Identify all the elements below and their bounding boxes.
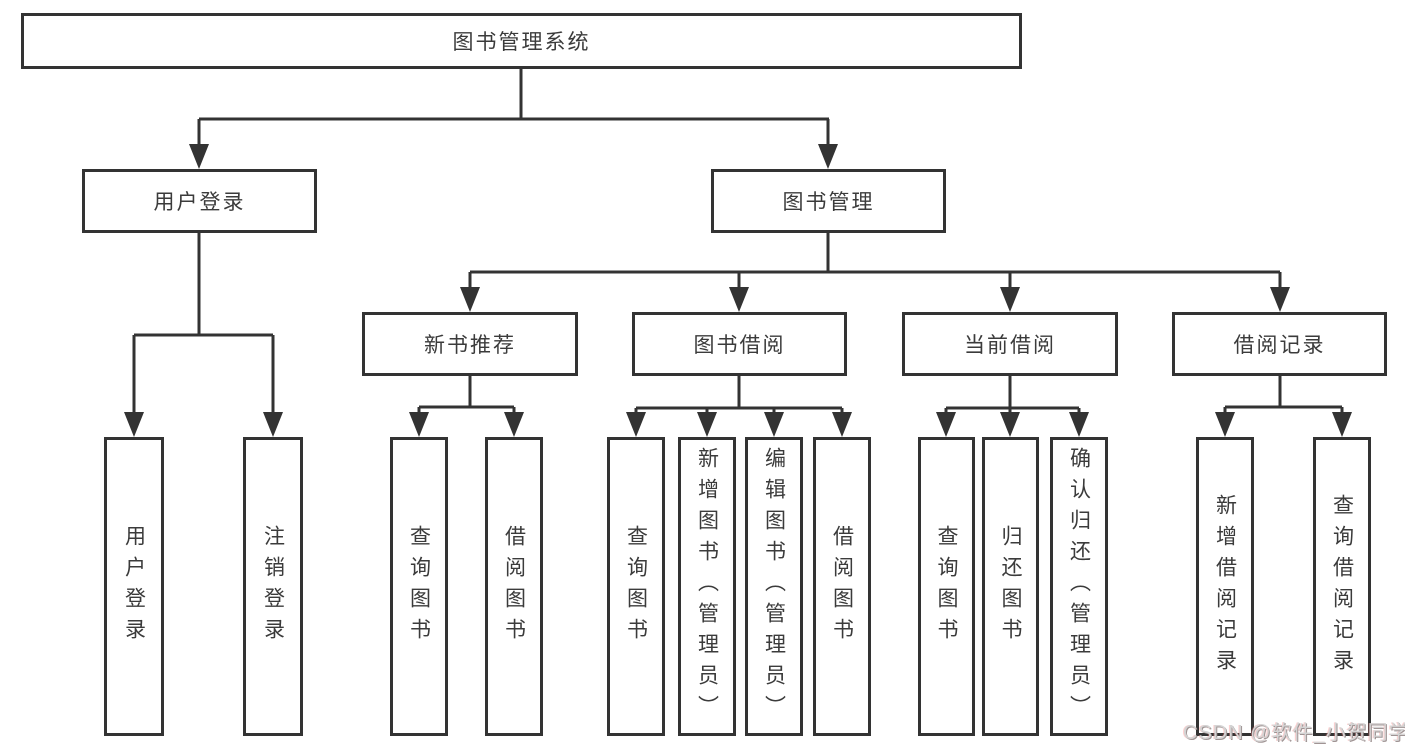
node-label: 查询图书 [624,524,648,649]
node-user-login: 用户登录 [82,169,317,233]
node-current-borrow: 当前借阅 [902,312,1118,376]
leaf-confirm-return-admin: 确认归还（管理员） [1050,437,1108,736]
leaf-query-books-recommend: 查询图书 [390,437,448,736]
leaf-borrow-books-recommend: 借阅图书 [485,437,543,736]
node-new-book-recommend: 新书推荐 [362,312,578,376]
node-borrow-records: 借阅记录 [1172,312,1387,376]
node-label: 查询借阅记录 [1330,493,1354,680]
node-label: 注销登录 [261,524,285,649]
leaf-logout: 注销登录 [243,437,303,736]
node-label: 查询图书 [935,524,958,649]
leaf-add-borrow-record: 新增借阅记录 [1196,437,1254,736]
leaf-user-login: 用户登录 [104,437,164,736]
csdn-watermark: CSDN @软件_小贺同学 [1183,722,1405,744]
node-label: 借阅图书 [502,524,526,649]
node-label: 归还图书 [999,524,1022,649]
leaf-query-borrow-record: 查询借阅记录 [1313,437,1371,736]
node-label: 编辑图书（管理员） [762,447,786,726]
leaf-add-book-admin: 新增图书（管理员） [678,437,736,736]
node-label: 查询图书 [407,524,431,649]
node-label: 用户登录 [122,524,146,649]
node-label: 新增借阅记录 [1213,493,1237,680]
leaf-edit-book-admin: 编辑图书（管理员） [745,437,803,736]
node-label: 借阅图书 [830,524,854,649]
leaf-query-books-borrow: 查询图书 [607,437,665,736]
leaf-borrow-books: 借阅图书 [813,437,871,736]
node-book-borrow: 图书借阅 [632,312,847,376]
node-book-management: 图书管理 [711,169,946,233]
leaf-return-book: 归还图书 [982,437,1039,736]
node-label: 新增图书（管理员） [695,447,719,726]
node-root: 图书管理系统 [21,13,1022,69]
node-label: 确认归还（管理员） [1067,447,1091,726]
leaf-query-books-current: 查询图书 [918,437,975,736]
